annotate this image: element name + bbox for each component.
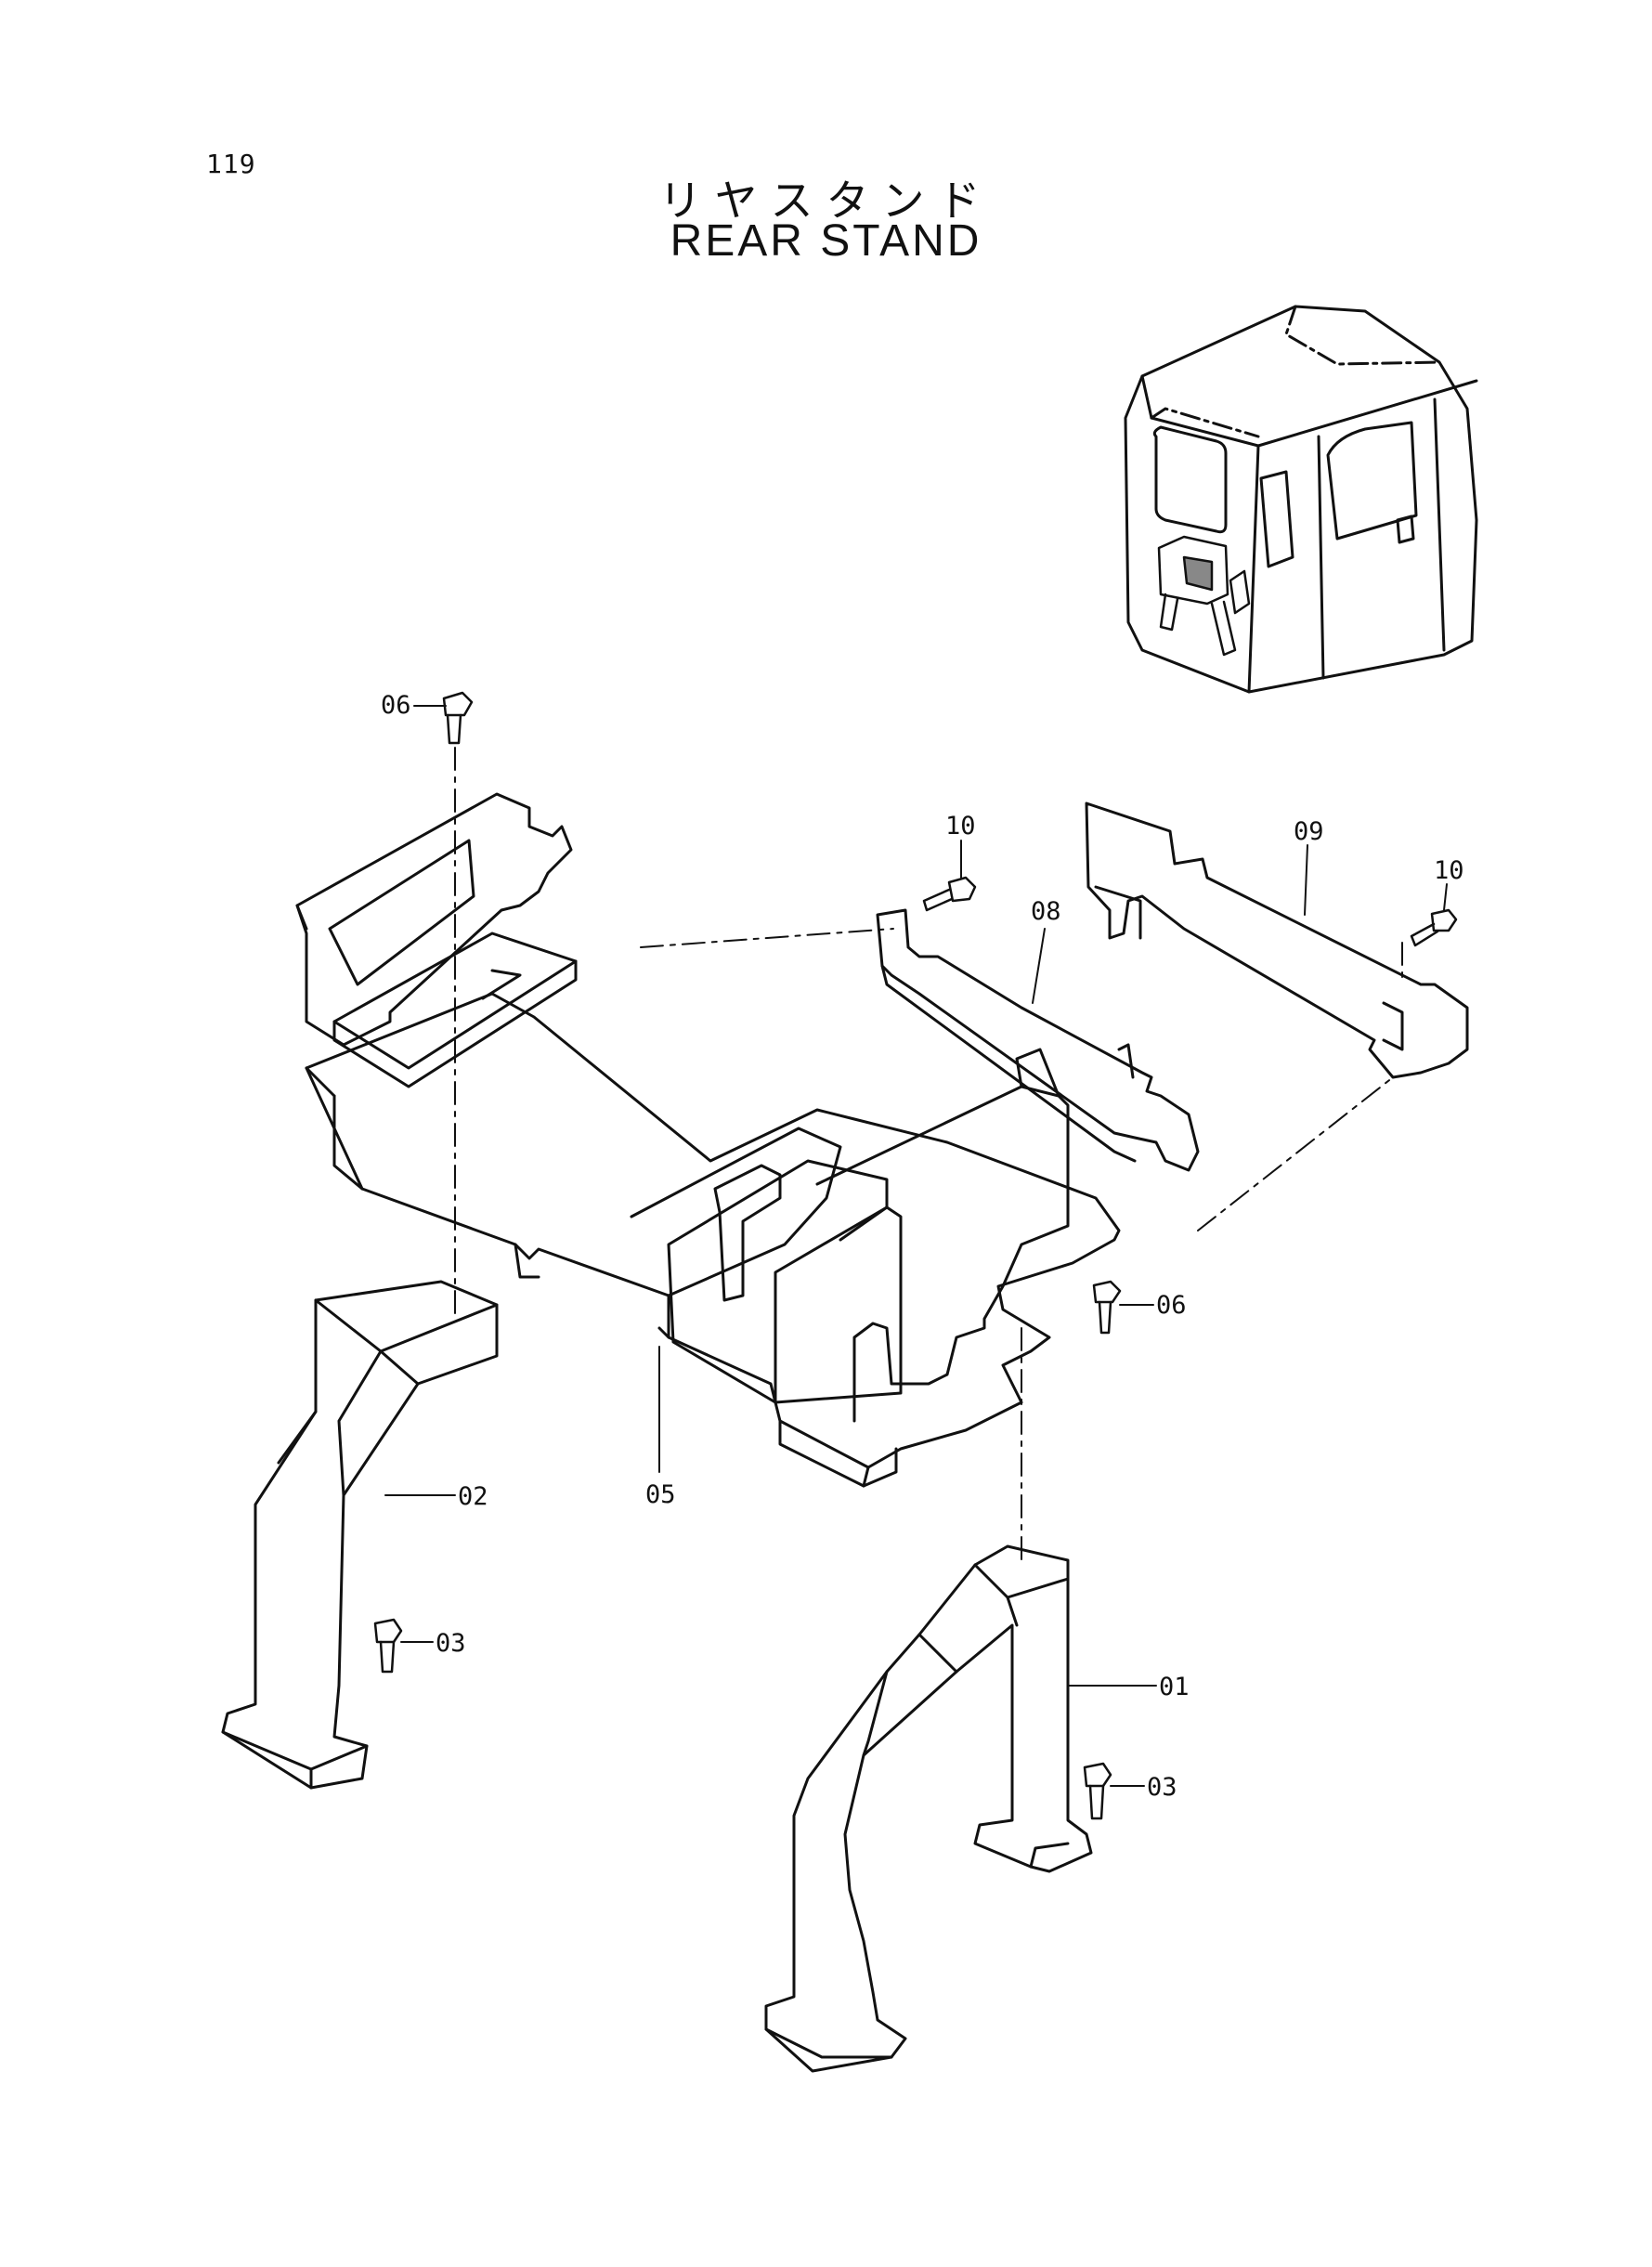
bolt-icon [373, 691, 1458, 1820]
page-number: 119 [206, 149, 256, 179]
callout-06-top: 06 [381, 691, 411, 720]
callout-10-right: 10 [1434, 856, 1464, 885]
rail-09 [1085, 801, 1469, 1079]
callout-labels: 06 10 08 09 10 06 02 05 03 01 03 [381, 691, 1464, 1802]
alignment-lines [454, 747, 1403, 1566]
base-plate [305, 992, 1121, 1488]
upper-frame-bracket [295, 792, 578, 1088]
leader-lines [384, 705, 1448, 1787]
title-japanese: リヤスタンド [658, 176, 994, 226]
callout-01: 01 [1159, 1673, 1190, 1701]
callout-03-right: 03 [1147, 1773, 1177, 1802]
callout-02: 02 [458, 1482, 488, 1511]
callout-03-left: 03 [436, 1629, 466, 1658]
title-english: REAR STAND [670, 216, 982, 266]
callout-09: 09 [1294, 817, 1324, 846]
rail-08 [876, 908, 1200, 1172]
callout-05: 05 [645, 1480, 676, 1509]
cab-location-view [1124, 305, 1478, 694]
callout-08: 08 [1031, 897, 1061, 926]
leg-02 [221, 1280, 499, 1790]
callout-06-right: 06 [1156, 1291, 1187, 1320]
leg-01 [764, 1544, 1093, 2073]
callout-10-left: 10 [945, 812, 976, 840]
